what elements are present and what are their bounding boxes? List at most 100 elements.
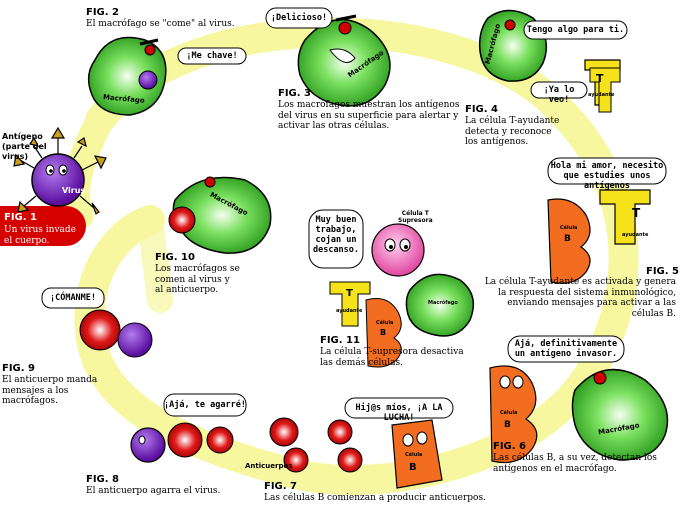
bubble-fig6-shape [507, 335, 625, 363]
b-letter-fig5: B [564, 234, 571, 244]
fig3-caption: Los macrófagos muestran los antígenos de… [278, 100, 459, 132]
fig10-caption: Los macrófagos se comen al virus y al an… [155, 264, 240, 296]
virus-fig9 [117, 322, 153, 358]
bubble-fig11-line1: Muy buen [315, 215, 357, 225]
bubble-fig4a-shape [523, 20, 628, 40]
fig3-caption-line3: activar las otras células. [278, 121, 390, 131]
fig1-caption-box-edge [0, 206, 30, 246]
t-helper-word-fig5: ayudante [622, 232, 649, 238]
fig4-caption-line1: La célula T-ayudante [465, 116, 560, 126]
t-suppressor-label-line1: Célula T [401, 210, 429, 217]
bubble-fig4a: Tengo algo para ti. [526, 25, 625, 35]
b-word-fig5: Célula [560, 225, 578, 231]
b-letter-fig11: B [380, 328, 387, 337]
macrophage-fig10 [172, 176, 272, 254]
bubble-fig8-shape [163, 393, 247, 417]
fig7-caption: Las células B comienzan a producir antic… [264, 493, 486, 503]
fig9-caption-line3: macrófagos. [2, 396, 59, 406]
speech-bubbles [41, 7, 667, 419]
b-word-fig7: Célula [405, 452, 423, 458]
macrophage-fig6 [571, 368, 669, 461]
t-helper-fig11 [329, 281, 371, 327]
antibody-fig10 [168, 206, 196, 234]
fig11-caption: La célula T-supresora desactiva las demá… [320, 347, 464, 368]
fig2-caption: El macrófago se "come" al virus. [86, 19, 235, 29]
fig10-caption-line2: comen al virus y [155, 274, 230, 285]
bubble-fig7-shape [344, 397, 454, 419]
fig2-title: FIG. 2 [86, 7, 119, 18]
antigen-label: Antígeno (parte del virus) [2, 132, 47, 162]
bubble-fig6-line1: Ajá, definitivamente [514, 339, 618, 349]
fig1-caption-line2: el cuerpo. [4, 235, 50, 246]
fig1-title: FIG. 1 [4, 212, 37, 223]
macrophage-fig11 [405, 273, 475, 337]
bubble-fig9: ¡CÓMANME! [49, 293, 97, 303]
t-helper-fig5 [599, 189, 651, 245]
macrophage-label-fig11: Macrófago [428, 300, 458, 306]
bubble-fig4b-shape [530, 81, 588, 99]
fig11-caption-line2: las demás células. [320, 357, 403, 368]
macrophage-fig2 [87, 36, 167, 116]
fig8-title: FIG. 8 [86, 474, 119, 485]
bubble-fig5-line2: que estudies unos antígenos [563, 171, 651, 191]
fig9-caption-line2: mensajes a los [2, 385, 69, 396]
fig5-caption-line3: enviando mensajes para activar a las cél… [507, 298, 676, 319]
fig10-caption-line1: Los macrófagos se [155, 264, 240, 274]
virus-fig1 [13, 126, 107, 215]
bubble-fig2: ¡Me chave! [186, 51, 238, 61]
fig1-caption-line1: Un virus invade [4, 225, 76, 235]
bubble-fig5: Hola mi amor, necesito que estudies unos… [548, 161, 666, 191]
bubble-fig8: ¡Ajá, te agarré! [164, 400, 246, 410]
t-helper-fig4 [584, 59, 621, 113]
b-word-fig11: Célula [376, 320, 394, 326]
bubble-fig7: Hij@s míos, ¡A LA LUCHA! [355, 403, 443, 423]
fig3-caption-line2: del virus en su superficie para alertar … [278, 110, 459, 121]
virus-fig2 [138, 70, 158, 90]
fig4-caption: La célula T-ayudante detecta y reconoce … [465, 116, 559, 148]
fig11-title: FIG. 11 [320, 335, 360, 346]
fig6-title: FIG. 6 [493, 441, 526, 452]
fig6-caption-line2: antígenos en el macrófago. [493, 463, 617, 474]
fig7-title: FIG. 7 [264, 481, 297, 492]
fig4-title: FIG. 4 [465, 104, 498, 115]
fig9-caption: El anticuerpo manda mensajes a los macró… [2, 375, 97, 407]
fig9-caption-line1: El anticuerpo manda [2, 375, 98, 385]
fig10-title: FIG. 10 [155, 252, 195, 263]
bubble-fig11-line2: trabajo, [315, 225, 357, 235]
t-helper-word-fig11: ayudante [336, 308, 363, 314]
fig5-caption-line2: la respuesta del sistema inmunológico, [498, 287, 676, 298]
t-suppressor-label: Célula T Supresora [398, 210, 433, 224]
bubble-fig5-shape [547, 157, 667, 185]
b-cell-fig11 [365, 298, 402, 368]
fig3-caption-line1: Los macrófagos muestran los antígenos [278, 100, 460, 110]
antigen-label-line1: Antígeno [2, 132, 43, 141]
bubble-fig2-shape [177, 47, 247, 65]
t-helper-letter-fig4: T [596, 72, 604, 85]
fig3-title: FIG. 3 [278, 88, 311, 99]
bubble-fig11-line4: descanso. [312, 245, 360, 255]
fig6-caption: Las células B, a su vez, detectan los an… [493, 453, 657, 474]
t-helper-letter-fig5: T [632, 206, 641, 220]
antibodies-fig7 [269, 417, 363, 473]
bubble-fig9-shape [41, 287, 105, 309]
t-helper-letter-fig11: T [346, 288, 353, 299]
bubble-fig6-line2: un antígeno invasor. [514, 349, 618, 359]
antibodies-label: Anticuerpos [245, 462, 293, 470]
bubble-fig11-line3: cojan un [315, 235, 357, 245]
fig8-caption: El anticuerpo agarra el virus. [86, 486, 221, 496]
macrophage-fig3 [297, 14, 391, 107]
t-helper-word-fig4: ayudante [588, 92, 615, 98]
fig5-caption: La célula T-ayudante es activada y gener… [476, 277, 676, 319]
antibody-fig8 [167, 422, 234, 458]
fig1-caption: Un virus invade el cuerpo. [4, 225, 76, 246]
bubble-fig3-shape [265, 7, 333, 29]
b-letter-fig7: B [409, 462, 417, 473]
fig6-caption-line1: Las células B, a su vez, detectan los [493, 453, 657, 463]
bubble-fig6: Ajá, definitivamente un antígeno invasor… [508, 339, 624, 359]
b-cell-fig5 [547, 198, 591, 284]
bubble-fig11-shape [308, 209, 364, 269]
fig5-title: FIG. 5 [646, 266, 679, 277]
b-cell-fig7 [391, 419, 443, 489]
bubble-fig5-line1: Hola mi amor, necesito [550, 161, 664, 171]
